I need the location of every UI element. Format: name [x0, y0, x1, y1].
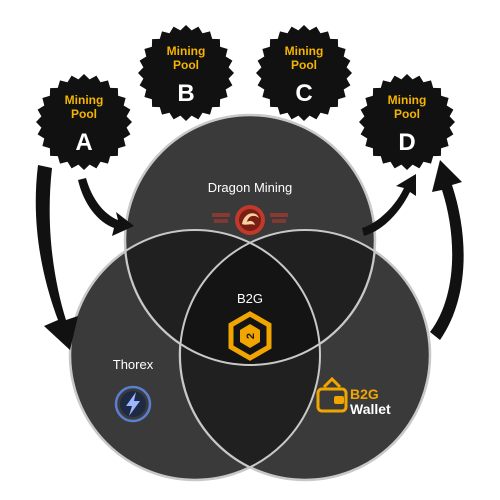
pool-label-line1: Mining [388, 93, 427, 107]
wallet-title-line1: B2G [350, 386, 379, 402]
pool-label-line2: Pool [71, 107, 97, 121]
seal-shape [256, 25, 352, 121]
b2g-center-title: B2G [237, 291, 263, 306]
flow-arrows [35, 160, 464, 350]
pool-letter: C [295, 80, 312, 107]
seal-shape [359, 74, 455, 170]
pool-label-line2: Pool [291, 58, 317, 72]
arrow-a-to-dragon [78, 178, 134, 236]
pool-letter: A [75, 129, 92, 156]
pool-label-line1: Mining [167, 44, 206, 58]
seal-shape [138, 25, 234, 121]
pool-label-line2: Pool [173, 58, 199, 72]
dragon-mining-title: Dragon Mining [208, 180, 293, 195]
wallet-logo-icon [316, 376, 348, 413]
pool-label-line2: Pool [394, 107, 420, 121]
pool-letter: B [177, 80, 194, 107]
dragon-outline [124, 114, 376, 366]
pool-letter: D [398, 129, 415, 156]
wallet-title-line2: Wallet [350, 401, 391, 417]
pool-label-line1: Mining [285, 44, 324, 58]
wallet-outline [179, 229, 431, 481]
seal-shape [36, 74, 132, 170]
arrow-dragon-to-d [362, 174, 416, 236]
dragon-logo-icon [212, 205, 288, 235]
venn-circles [68, 113, 432, 482]
pool-label-line1: Mining [65, 93, 104, 107]
lightning-bolt-icon [114, 385, 152, 423]
b2g-hexagon-icon: 2 [228, 311, 272, 361]
arrow-wallet-to-d [430, 160, 464, 340]
thorex-title: Thorex [113, 357, 154, 372]
arrow-a-to-thorex [35, 165, 78, 350]
svg-text:2: 2 [245, 333, 257, 339]
thorex-outline [69, 229, 321, 481]
